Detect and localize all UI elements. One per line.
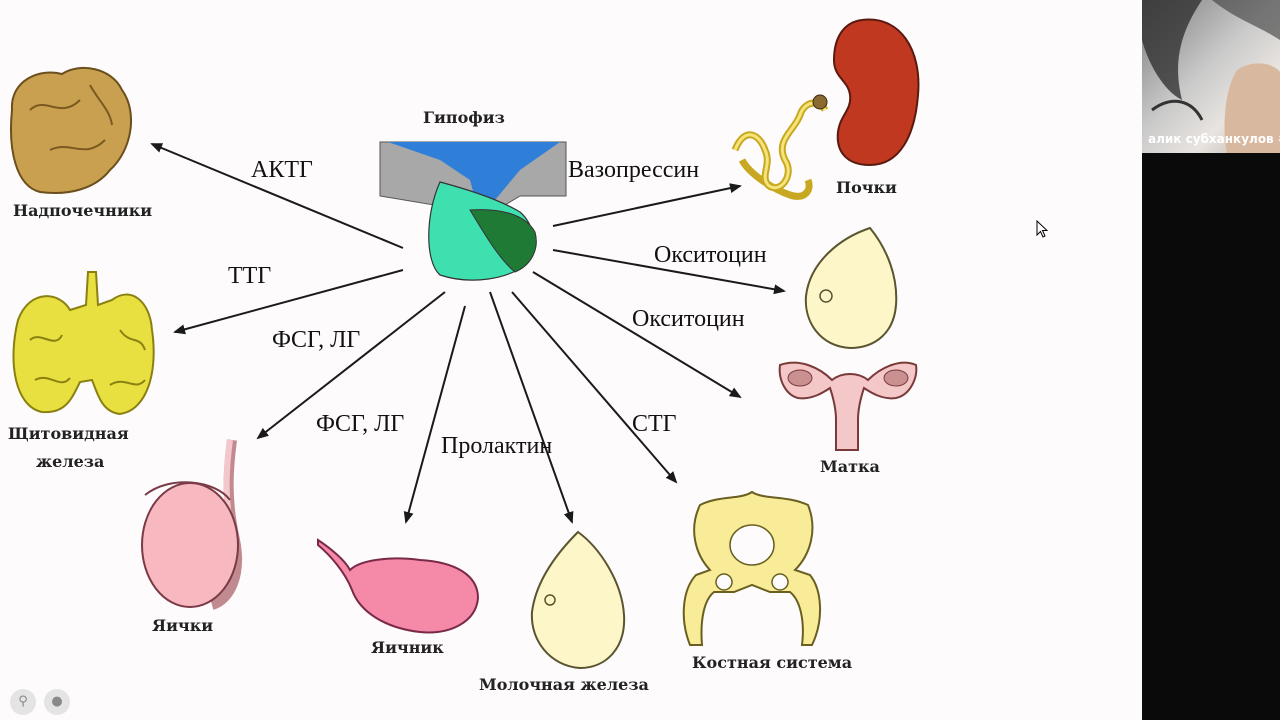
hormone-label-fsg-lg-testes: ФСГ, ЛГ — [272, 327, 361, 353]
organ-label-kidneys: Почки — [836, 178, 897, 197]
magnifier-icon: ⚲ — [18, 694, 28, 709]
organ-label-thyroid-line2: железа — [36, 452, 105, 471]
arrows — [150, 143, 786, 524]
hormone-label-actg: АКТГ — [251, 157, 313, 183]
hormone-label-fsg-lg-ovary: ФСГ, ЛГ — [316, 411, 405, 437]
arrow-to-kidneys — [552, 183, 742, 227]
zoom-reset-button[interactable]: ● — [44, 689, 70, 715]
participant-video-frame — [1142, 0, 1280, 153]
organ-label-testes: Яички — [152, 616, 214, 635]
mouse-cursor-icon — [1036, 220, 1049, 238]
arrow-to-testes — [256, 291, 446, 440]
hormone-label-prolactin: Пролактин — [441, 433, 553, 459]
pituitary-label: Гипофиз — [423, 108, 505, 127]
breast-illustration — [804, 226, 898, 350]
kidney-illustration — [731, 18, 920, 200]
organ-label-adrenals: Надпочечники — [13, 201, 153, 220]
participant-video-tile[interactable] — [1142, 0, 1280, 153]
mammary-gland-illustration — [530, 530, 626, 670]
arrow-to-ovary — [403, 305, 466, 524]
uterus-illustration — [778, 361, 918, 451]
zoom-level-icon: ● — [51, 694, 63, 709]
arrow-to-breast — [552, 249, 786, 295]
hormone-label-stg: СТГ — [632, 411, 677, 437]
arrow-to-skeleton — [511, 291, 678, 484]
arrow-to-thyroid — [173, 269, 404, 335]
organ-label-ovary: Яичник — [371, 638, 444, 657]
hormone-label-ttg: ТТГ — [228, 263, 272, 289]
thyroid-gland-illustration — [12, 271, 155, 416]
participant-name: алик субханкулов # — [1148, 132, 1280, 146]
hormone-label-oxytocin-breast: Окситоцин — [654, 242, 767, 268]
skeleton-pelvis-illustration — [682, 490, 822, 646]
zoom-in-button[interactable]: ⚲ — [10, 689, 36, 715]
arrow-to-adrenals — [150, 143, 404, 249]
pituitary-gland-illustration — [379, 141, 567, 281]
organ-label-uterus: Матка — [820, 457, 880, 476]
ovary-illustration — [317, 538, 480, 634]
arrow-to-mammary — [489, 291, 574, 524]
organ-label-skeleton: Костная система — [692, 653, 853, 672]
hormone-label-vasopressin: Вазопрессин — [568, 157, 700, 183]
organ-label-mammary: Молочная железа — [479, 675, 649, 694]
arrow-to-uterus — [532, 271, 742, 399]
testis-illustration — [141, 439, 243, 610]
diagram-graphics — [10, 18, 920, 670]
organ-label-thyroid-line1: Щитовидная — [8, 424, 129, 443]
hormone-label-oxytocin-uterus: Окситоцин — [632, 306, 745, 332]
adrenal-gland-illustration — [10, 66, 133, 194]
